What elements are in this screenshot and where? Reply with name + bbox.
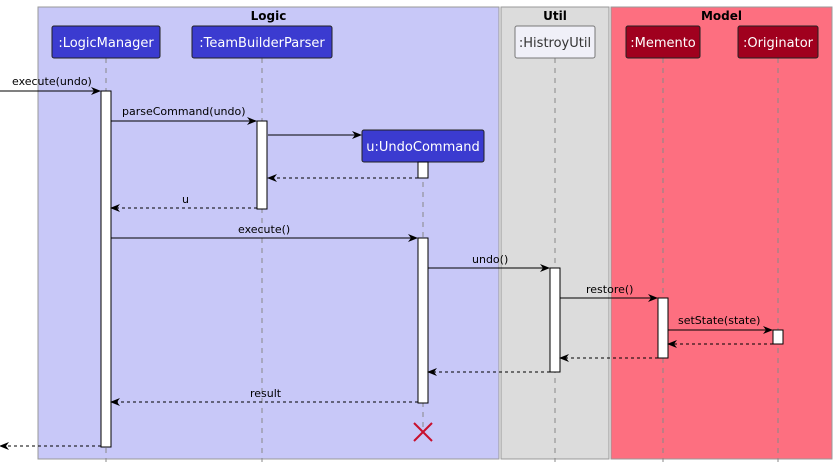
message-m8-label: restore() (586, 283, 633, 296)
activation-logicmanager-0 (100, 90, 112, 448)
activation-originator-6 (772, 329, 784, 345)
box-model-title: Model (701, 9, 742, 23)
participant-parser: :TeamBuilderParser (191, 25, 333, 59)
message-m5: u (110, 193, 257, 212)
box-model: Model (610, 6, 833, 460)
message-m9-label: setState(state) (678, 314, 760, 327)
box-logic-title: Logic (251, 9, 287, 23)
participant-memento: :Memento (625, 25, 701, 59)
activation-parser-1 (256, 120, 268, 210)
participant-logicmanager-box (51, 25, 161, 59)
box-model-background (610, 6, 833, 460)
message-m6-label: execute() (238, 223, 290, 236)
message-m2-label: parseCommand(undo) (122, 105, 246, 118)
participant-memento-label: :Memento (630, 36, 696, 51)
activation-undocommand-3 (417, 237, 429, 404)
participant-undocommand: u:UndoCommand (361, 129, 485, 163)
message-m9: setState(state) (668, 314, 773, 334)
participant-originator-box (737, 25, 819, 59)
participant-logicmanager-label: :LogicManager (58, 36, 154, 51)
message-m2: parseCommand(undo) (111, 105, 257, 125)
participant-historyutil-box (514, 25, 596, 59)
message-m1-label: execute(undo) (12, 75, 92, 88)
activation-memento-5 (657, 297, 669, 359)
participant-parser-label: :TeamBuilderParser (199, 36, 325, 51)
activation-historyutil-4 (549, 267, 561, 373)
message-m1: execute(undo) (0, 75, 101, 95)
message-m8: restore() (560, 283, 658, 302)
box-util-title: Util (543, 9, 567, 23)
message-m13-label: result (250, 387, 282, 400)
participant-originator: :Originator (737, 25, 819, 59)
message-m5-label: u (182, 193, 189, 206)
participant-memento-box (625, 25, 701, 59)
message-m13: result (110, 387, 418, 406)
participant-undocommand-label: u:UndoCommand (366, 140, 479, 155)
activation-undocommand-2 (417, 161, 429, 179)
participant-parser-box (191, 25, 333, 59)
participant-historyutil: :HistroyUtil (514, 25, 596, 59)
participant-logicmanager: :LogicManager (51, 25, 161, 59)
message-m7: undo() (428, 253, 550, 272)
message-m7-label: undo() (472, 253, 508, 266)
participant-originator-label: :Originator (743, 36, 814, 51)
message-m6: execute() (111, 223, 418, 242)
participant-historyutil-label: :HistroyUtil (519, 36, 591, 51)
destroy-x-icon (413, 422, 433, 442)
